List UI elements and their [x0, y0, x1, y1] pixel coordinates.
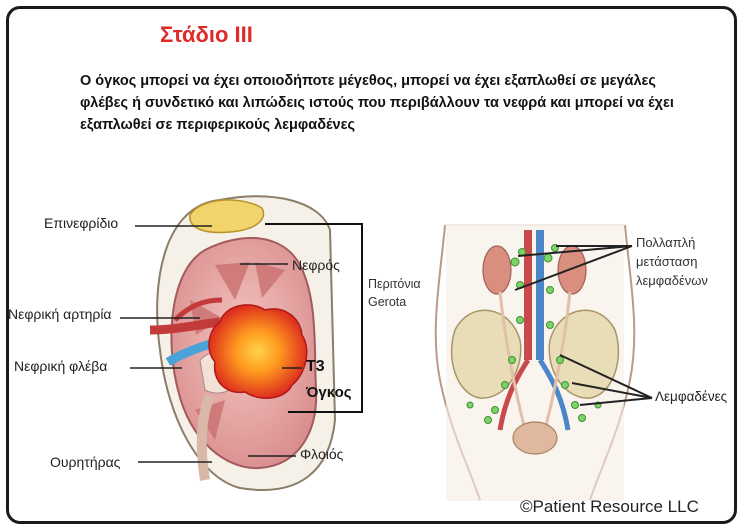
label-kidney: Νεφρός	[292, 257, 340, 273]
label-gerota: Περιτόνια Gerota	[368, 275, 421, 311]
copyright-text: ©Patient Resource LLC	[520, 497, 699, 517]
stage-description: Ο όγκος μπορεί να έχει οποιοδήποτε μέγεθ…	[80, 70, 700, 136]
label-ureter: Ουρητήρας	[50, 454, 120, 470]
label-multiple-metastasis: Πολλαπλή μετάσταση λεμφαδένων	[636, 233, 708, 290]
stage-title: Στάδιο III	[160, 22, 253, 48]
label-adrenal: Επινεφρίδιο	[44, 215, 118, 231]
tumor-shape	[209, 305, 307, 398]
label-multiple-line1: Πολλαπλή	[636, 233, 708, 252]
label-tumor: Όγκος	[306, 384, 352, 401]
label-multiple-line3: λεμφαδένων	[636, 271, 708, 290]
label-cortex: Φλοιός	[300, 446, 343, 462]
pelvis-illustration	[436, 225, 635, 501]
label-renal-artery: Νεφρική αρτηρία	[8, 306, 112, 322]
label-gerota-line2: Gerota	[368, 293, 421, 311]
label-renal-vein: Νεφρική φλέβα	[14, 358, 107, 374]
label-multiple-line2: μετάσταση	[636, 252, 708, 271]
label-gerota-line1: Περιτόνια	[368, 275, 421, 293]
label-tumor-stage: T3	[306, 358, 325, 376]
label-lymph-nodes: Λεμφαδένες	[655, 389, 727, 404]
